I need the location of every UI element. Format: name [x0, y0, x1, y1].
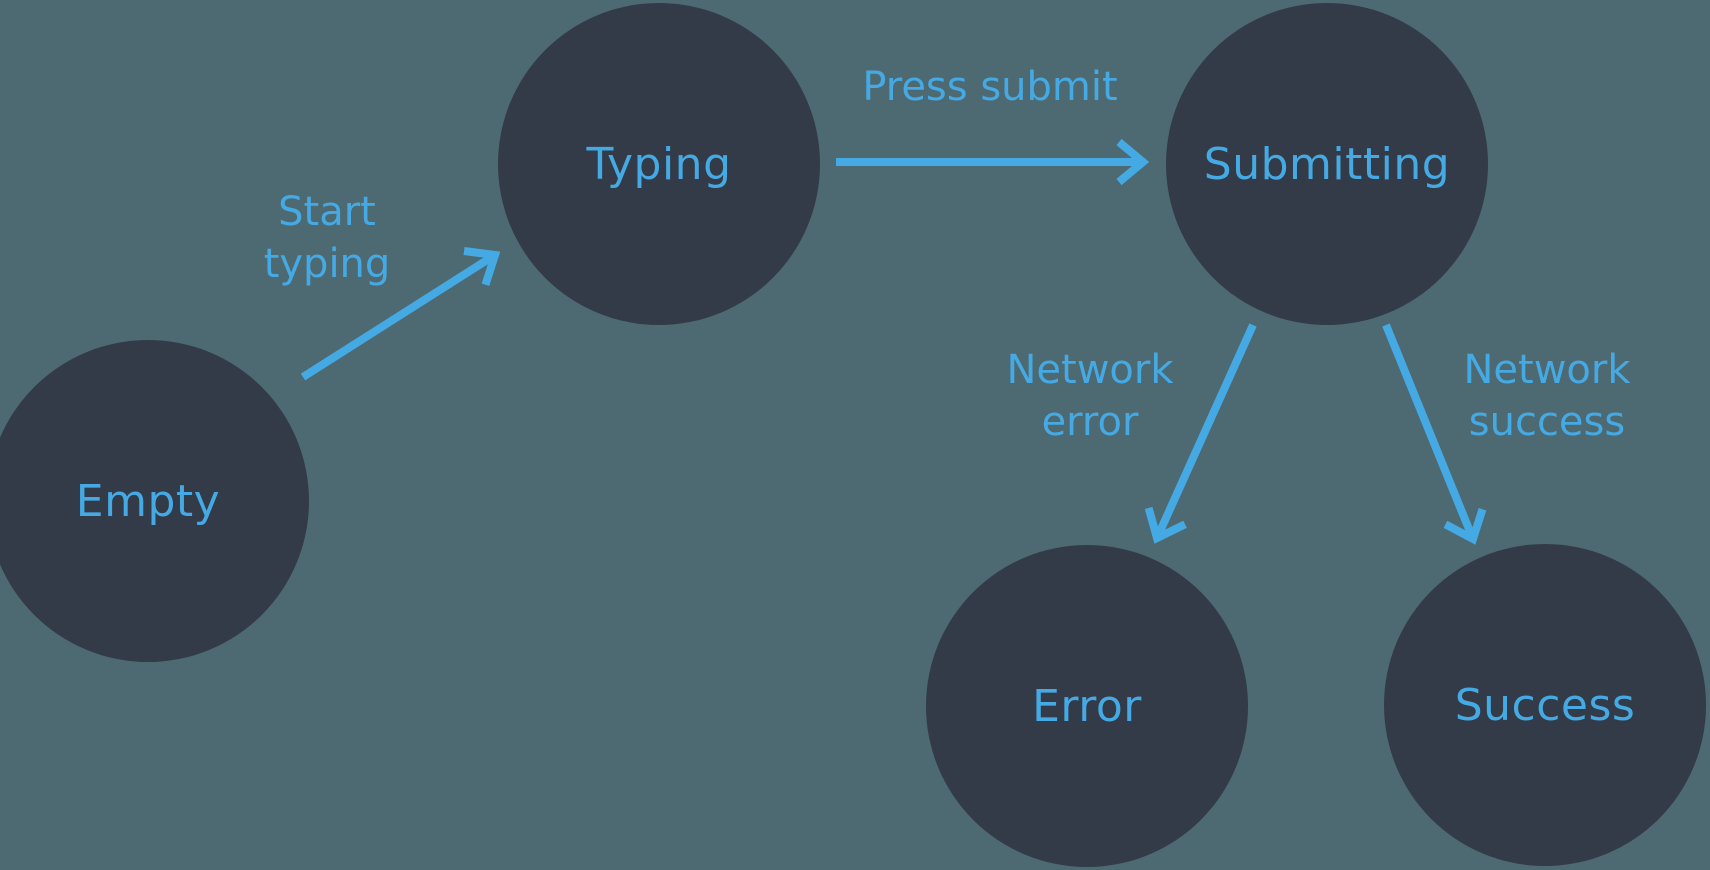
arrow-network-error [1144, 323, 1257, 544]
state-label-success: Success [1454, 679, 1636, 731]
transition-label-press-submit: Press submit [862, 64, 1118, 110]
transition-label-network-error: Network error [1006, 347, 1174, 445]
transition-label-start-typing: Start typing [263, 189, 391, 287]
state-node-empty: Empty [0, 340, 309, 662]
state-node-success: Success [1384, 544, 1706, 866]
state-label-submitting: Submitting [1203, 138, 1451, 190]
state-node-typing: Typing [498, 3, 820, 325]
state-label-error: Error [1032, 680, 1142, 732]
state-node-submitting: Submitting [1166, 3, 1488, 325]
state-label-empty: Empty [75, 475, 221, 527]
arrow-network-success [1382, 323, 1487, 545]
transition-label-network-success: Network success [1463, 347, 1631, 445]
state-node-error: Error [926, 545, 1248, 867]
arrow-start-typing [300, 247, 501, 381]
state-label-typing: Typing [586, 138, 732, 190]
